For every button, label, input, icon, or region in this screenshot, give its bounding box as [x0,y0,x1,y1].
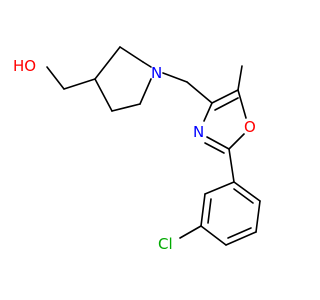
bond-c6-c5 [111,103,141,112]
piperidine-nitrogen-label: N [151,64,162,82]
bond-ar6-ar1-inner [233,188,254,204]
bonds [46,46,261,246]
bond-c4-c3 [94,46,121,80]
chlorine-label: Cl [158,235,173,253]
bond-o1-c2 [228,133,245,150]
bond-ar5-ar6 [255,200,261,233]
bond-ar2-ar3-inner [207,198,212,224]
bond-c2-n3-outer [206,136,230,150]
bond-c5-c4 [94,78,113,112]
atom-labels: HO N N O Cl [13,57,256,253]
bond-c5-o1 [237,89,247,119]
molecule-structure-diagram: HO N N O Cl [13,46,261,253]
bond-c5-methyl [237,65,243,91]
bond-c4-c5-oxazole-inner [214,97,239,111]
bond-o-ch2 [46,66,65,90]
bond-ar2-ar3 [200,193,206,227]
bond-ar3-cl [179,225,202,239]
bond-c2-aryl [228,148,235,183]
bond-ar4-ar5-inner [227,227,252,239]
bond-ch2-c4 [63,78,96,90]
oxazole-nitrogen-label: N [193,123,204,141]
bond-ar6-ar1 [233,181,261,202]
bond-ch2-oxazole-c4 [186,81,213,104]
bond-ar4-ar5 [225,231,257,246]
bond-n3-c4 [203,102,213,122]
bond-c4-c5-oxazole [211,89,239,104]
oxazole-oxygen-label: O [244,118,256,136]
bond-c2-n3-inner [204,142,225,154]
bond-ar1-ar2 [204,181,235,195]
bond-n1-ch2 [162,72,188,83]
bond-c3-c2 [119,46,144,63]
bond-n1-c6 [139,78,152,105]
hydroxyl-label: HO [13,57,36,75]
bond-ar3-ar4 [200,225,227,246]
bond-c2-n1 [142,61,152,68]
